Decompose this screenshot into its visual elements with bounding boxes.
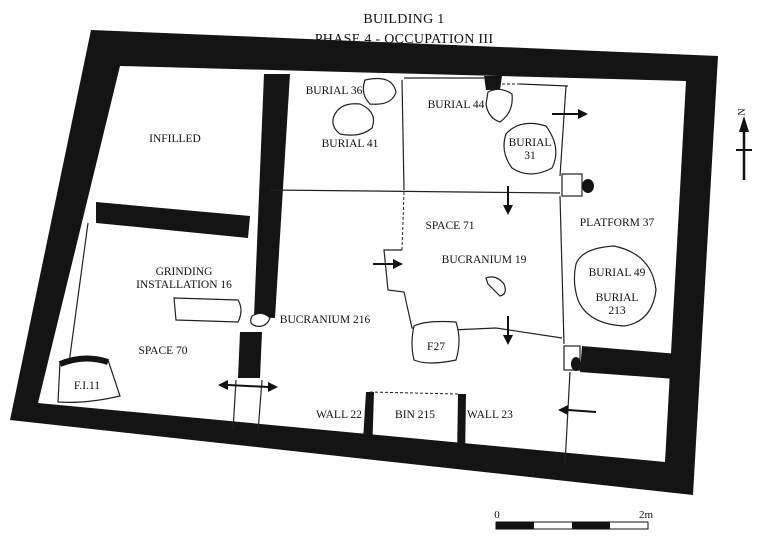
north-label: N <box>737 108 748 115</box>
boundary-line <box>559 195 565 345</box>
label-wall-22: WALL 22 <box>316 409 362 421</box>
post-hole-north <box>582 179 594 193</box>
scale-start-label: 0 <box>494 509 500 521</box>
arrow-head <box>503 335 513 345</box>
label-burial-44: BURIAL 44 <box>428 99 485 111</box>
label-wall-23: WALL 23 <box>467 409 513 421</box>
outer-wall <box>10 30 718 495</box>
arrow-head <box>503 205 513 215</box>
label-burial-36: BURIAL 36 <box>306 85 363 97</box>
label-grinding-line-2: INSTALLATION 16 <box>136 279 232 291</box>
burial-36-outline <box>362 77 397 105</box>
boundary-line <box>401 79 405 191</box>
label-burial-49: BURIAL 49 <box>589 267 646 279</box>
label-f27: F27 <box>427 341 445 353</box>
scale-end-label: 2m <box>639 509 654 521</box>
wall-stub-north <box>484 76 502 90</box>
label-space-70: SPACE 70 <box>138 345 187 357</box>
label-grinding-line-1: GRINDING <box>156 266 213 278</box>
label-bin-215: BIN 215 <box>395 409 435 421</box>
scale-bar <box>495 521 649 530</box>
arrow-head <box>268 382 278 392</box>
label-burial-213-line-2: 213 <box>608 305 626 317</box>
bucranium-area-outline <box>383 249 563 339</box>
title-line-1: BUILDING 1 <box>363 12 444 27</box>
boundary-line <box>564 371 571 465</box>
wall-22 <box>362 392 374 456</box>
platform-post <box>561 173 583 197</box>
arrow-double <box>227 384 269 388</box>
burial-31-outline <box>503 122 557 175</box>
bucranium-216-outline <box>250 312 271 327</box>
post-hole-south <box>571 357 581 371</box>
arrow-west <box>567 409 597 413</box>
f27-outline <box>411 320 460 364</box>
label-infilled: INFILLED <box>149 133 201 145</box>
arrow-head <box>558 405 568 415</box>
boundary-line <box>232 379 237 431</box>
f-i-11-rim <box>58 355 109 367</box>
label-burial-31-line-2: 31 <box>524 150 536 162</box>
label-platform-37: PLATFORM 37 <box>580 217 655 229</box>
label-burial-31-line-1: BURIAL <box>509 137 552 149</box>
dashed-boundary <box>369 391 459 395</box>
boundary-line <box>559 85 567 177</box>
interior-wall-central-lower <box>238 332 262 378</box>
burial-41-outline <box>332 103 375 136</box>
boundary-line <box>269 189 561 194</box>
arrow-head <box>578 109 588 119</box>
north-arrow-icon <box>736 116 752 180</box>
interior-wall-north-west <box>96 202 250 238</box>
label-bucranium-216: BUCRANIUM 216 <box>280 314 371 326</box>
arrow-head <box>393 259 403 269</box>
arrow-head <box>218 380 228 390</box>
wall-stub-south <box>408 440 437 452</box>
burial-49-213-outline <box>573 245 657 327</box>
bucranium-19-outline <box>485 276 506 297</box>
grinding-installation-16-outline <box>173 297 242 323</box>
dashed-boundary <box>401 191 405 251</box>
label-burial-41: BURIAL 41 <box>322 138 379 150</box>
interior-wall-east <box>580 346 690 380</box>
label-space-71: SPACE 71 <box>425 220 474 232</box>
label-burial-213-line-1: BURIAL <box>596 292 639 304</box>
boundary-line <box>519 83 569 87</box>
label-fi-11: F.I.11 <box>74 380 100 392</box>
burial-44-outline <box>485 88 513 123</box>
wall-23 <box>457 394 466 458</box>
label-bucranium-19: BUCRANIUM 19 <box>442 254 527 266</box>
boundary-line <box>257 379 263 433</box>
interior-wall-central-upper <box>254 74 290 318</box>
